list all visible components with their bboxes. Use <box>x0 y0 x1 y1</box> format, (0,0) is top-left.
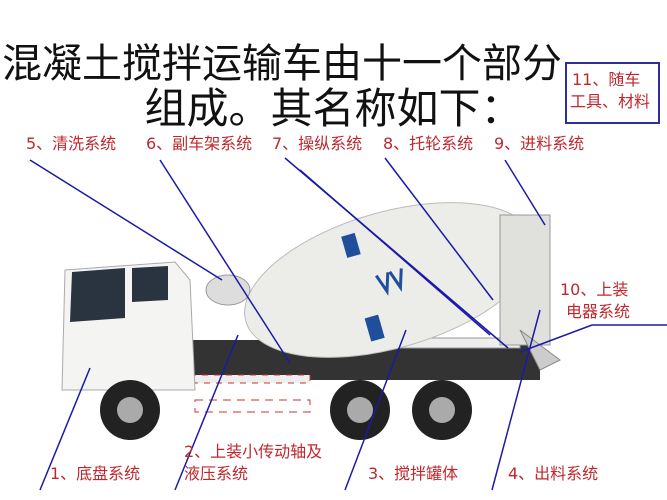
step-rail <box>189 374 311 384</box>
label-2-line2: 液压系统 <box>184 464 249 483</box>
leader-line-5 <box>29 159 223 281</box>
label-10-line2: 电器系统 <box>566 302 631 321</box>
hub <box>347 397 373 423</box>
wheels <box>100 380 472 440</box>
label-7: 7、操纵系统 <box>272 134 363 153</box>
leader-line-2 <box>174 334 239 491</box>
label-9: 9、进料系统 <box>494 134 585 153</box>
leader-line-9 <box>504 159 546 226</box>
label-8: 8、托轮系统 <box>383 134 474 153</box>
leader-line-8 <box>384 157 494 301</box>
feed-hopper <box>499 214 551 346</box>
drum-stripe <box>341 232 361 258</box>
label-11-line2: 工具、材料 <box>570 92 651 111</box>
label-10-line1: 10、上装 <box>560 280 629 299</box>
leader-line-3 <box>344 329 407 491</box>
title-line-2: 组成。其名称如下： <box>144 84 523 133</box>
hub <box>117 397 143 423</box>
label-1: 1、底盘系统 <box>50 464 141 483</box>
label-2-line1: 2、上装小传动轴及 <box>184 442 323 461</box>
leader-line-1 <box>39 367 91 491</box>
drum-stripe <box>364 314 385 342</box>
label-3: 3、搅拌罐体 <box>368 464 459 483</box>
mixer-truck <box>61 202 561 440</box>
label-box-11 <box>565 62 660 124</box>
side-guard <box>194 399 311 413</box>
label-11-line1: 11、随车 <box>572 70 641 89</box>
leader-line-6 <box>159 159 291 364</box>
side-window <box>132 266 168 302</box>
windshield <box>70 268 125 322</box>
leader-lines <box>29 157 667 491</box>
leader-line-10 <box>519 324 667 353</box>
label-5: 5、清洗系统 <box>26 134 117 153</box>
foton-logo <box>375 268 403 296</box>
leader-line-7b <box>299 169 491 336</box>
leader-line-4 <box>491 309 541 491</box>
mixing-drum <box>244 202 536 358</box>
title-line-1: 混凝土搅拌运输车由十一个部分 <box>2 41 562 87</box>
hub <box>429 397 455 423</box>
label-6: 6、副车架系统 <box>146 134 253 153</box>
label-4: 4、出料系统 <box>508 464 599 483</box>
